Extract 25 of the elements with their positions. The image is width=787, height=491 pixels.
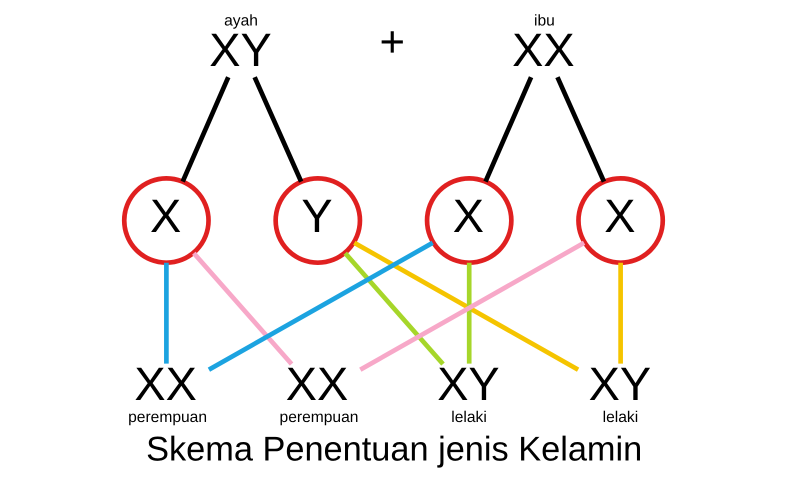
node-circle: X <box>576 176 666 266</box>
node-circle: X <box>424 176 514 266</box>
node-circle: Y <box>273 176 362 266</box>
connector <box>164 262 169 364</box>
connector <box>208 240 434 372</box>
node-text: XX <box>134 358 197 410</box>
connector <box>180 76 230 183</box>
node-text: XY <box>588 358 652 410</box>
caption: Skema Penentuan jenis Kelamin <box>146 430 642 468</box>
connector <box>555 76 606 183</box>
node-text: XX <box>286 358 348 410</box>
connector <box>192 252 294 366</box>
node-label: ibu <box>534 12 555 30</box>
node-circle: X <box>122 176 211 266</box>
connector <box>483 76 534 183</box>
node-label: perempuan <box>128 408 208 426</box>
node-text: XY <box>437 358 500 410</box>
connector <box>466 262 472 364</box>
node-label: lelaki <box>602 408 638 426</box>
label: + <box>379 17 405 66</box>
connector <box>252 76 304 183</box>
node-label: perempuan <box>280 408 358 426</box>
connector <box>618 262 623 364</box>
connector <box>343 252 445 366</box>
node-label: lelaki <box>451 408 487 426</box>
